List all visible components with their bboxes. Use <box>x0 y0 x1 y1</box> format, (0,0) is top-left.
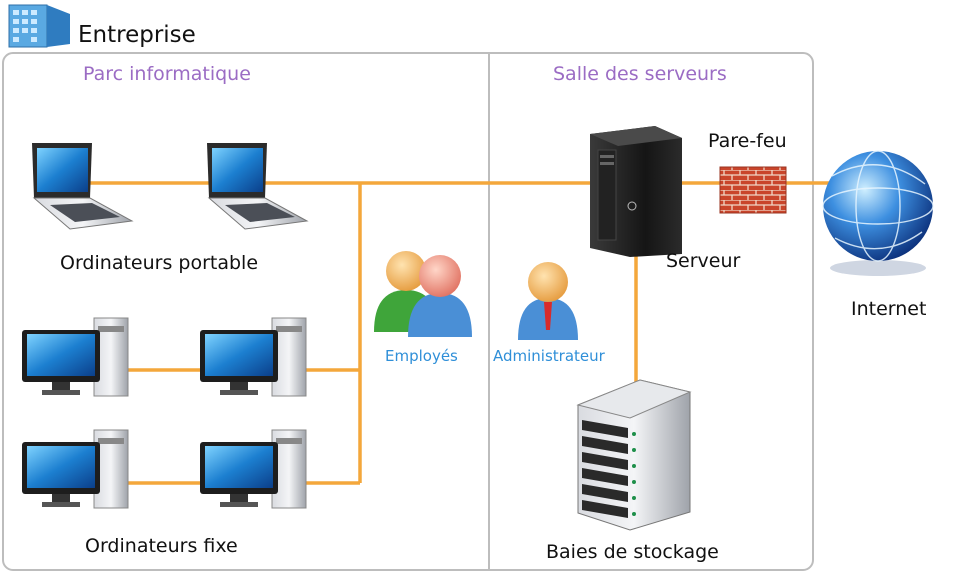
label-desktops: Ordinateurs fixe <box>85 535 238 557</box>
desktop-computer-icon <box>22 429 129 509</box>
server-icon <box>590 126 682 257</box>
label-storage: Baies de stockage <box>546 541 719 563</box>
label-internet: Internet <box>851 298 927 320</box>
diagram-title: Entreprise <box>78 22 196 48</box>
laptop-icon <box>207 143 309 230</box>
desktop-computer-icon <box>22 317 129 397</box>
building-icon <box>8 4 70 48</box>
globe-icon <box>822 150 934 276</box>
employees-icon <box>374 251 472 337</box>
network-links <box>90 181 840 485</box>
enterprise-frame <box>2 52 814 571</box>
label-firewall: Pare-feu <box>708 130 787 152</box>
label-server: Serveur <box>666 250 741 272</box>
firewall-icon <box>719 166 787 214</box>
desktop-computer-icon <box>200 429 307 509</box>
label-employees: Employés <box>385 347 458 365</box>
desktop-computer-icon <box>200 317 307 397</box>
storage-array-icon <box>576 379 692 531</box>
laptop-icon <box>32 143 134 230</box>
section-title-salle: Salle des serveurs <box>553 63 727 85</box>
administrator-icon <box>518 262 578 340</box>
label-laptops: Ordinateurs portable <box>60 252 259 274</box>
section-title-parc: Parc informatique <box>83 63 251 85</box>
label-administrator: Administrateur <box>493 347 605 365</box>
